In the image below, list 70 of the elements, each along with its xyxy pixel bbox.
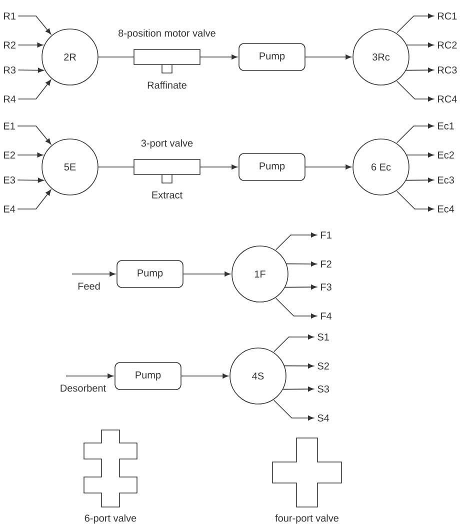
- stream-label: RC1: [438, 12, 457, 20]
- arrow: [200, 54, 238, 60]
- outlet-label: Raffinate: [148, 81, 186, 89]
- arrow: [183, 272, 230, 276]
- arrow: [396, 190, 434, 212]
- stream-label: E2: [4, 152, 15, 158]
- arrow: [406, 152, 434, 158]
- stream-label: Desorbent: [60, 384, 106, 392]
- arrow: [406, 68, 434, 73]
- stream-label: Feed: [78, 282, 100, 290]
- arrow: [276, 232, 317, 250]
- stream-label: F3: [321, 283, 332, 291]
- arrow: [396, 14, 434, 34]
- pump-box: Pump: [116, 260, 184, 288]
- stream-label: F1: [321, 232, 332, 238]
- arrow: [286, 262, 317, 266]
- arrow: [406, 42, 434, 48]
- stream-label: F2: [321, 260, 332, 268]
- arrow: [276, 298, 317, 318]
- arrow: [305, 164, 352, 170]
- valve-label: 3-port valve: [141, 139, 193, 149]
- arrow: [18, 80, 52, 100]
- stream-label: RC3: [438, 66, 457, 74]
- arrow: [282, 386, 314, 392]
- pump-box: Pump: [238, 153, 306, 181]
- stream-label: E4: [4, 206, 16, 212]
- connector-line: [98, 166, 134, 168]
- stream-label: R3: [4, 66, 16, 74]
- stream-label: R2: [4, 42, 16, 48]
- arrow: [18, 16, 52, 34]
- stream-label: S3: [318, 385, 329, 393]
- arrow: [284, 284, 317, 290]
- stream-label: E3: [4, 176, 15, 184]
- arrow: [17, 178, 44, 183]
- arrow: [396, 124, 434, 144]
- pump-box: Pump: [238, 43, 306, 71]
- arrow: [181, 374, 228, 378]
- arrow: [66, 374, 114, 378]
- connector-line: [98, 56, 134, 58]
- stream-label: RC2: [438, 41, 457, 49]
- stream-label: E1: [4, 122, 15, 130]
- arrow: [18, 68, 44, 73]
- stream-label: Ec1: [438, 122, 454, 130]
- stream-label: S2: [318, 362, 329, 370]
- arrow: [406, 178, 434, 183]
- arrow: [305, 54, 352, 60]
- valve-label: 6-port valve: [84, 514, 136, 524]
- stream-label: Ec3: [438, 176, 454, 184]
- outlet-label: Extract: [152, 192, 182, 198]
- stream-label: S1: [318, 333, 329, 341]
- stream-label: R1: [4, 12, 16, 20]
- pump-box: Pump: [114, 362, 182, 390]
- arrow: [274, 400, 314, 420]
- arrow: [17, 152, 44, 158]
- arrow: [200, 164, 238, 170]
- stream-label: R4: [4, 96, 16, 102]
- stream-label: Ec4: [438, 206, 454, 212]
- valve-label: four-port valve: [275, 514, 338, 524]
- arrow: [17, 190, 52, 210]
- stream-label: RC4: [438, 95, 457, 103]
- stream-label: F4: [321, 312, 332, 320]
- arrow: [396, 80, 434, 102]
- stream-label: Ec2: [438, 151, 454, 159]
- arrow: [274, 334, 314, 352]
- arrow: [18, 42, 44, 48]
- arrow: [284, 364, 314, 368]
- arrow: [72, 272, 116, 276]
- valve-label: 8-position motor valve: [118, 29, 216, 39]
- arrow: [17, 126, 52, 144]
- stream-label: S4: [318, 414, 330, 422]
